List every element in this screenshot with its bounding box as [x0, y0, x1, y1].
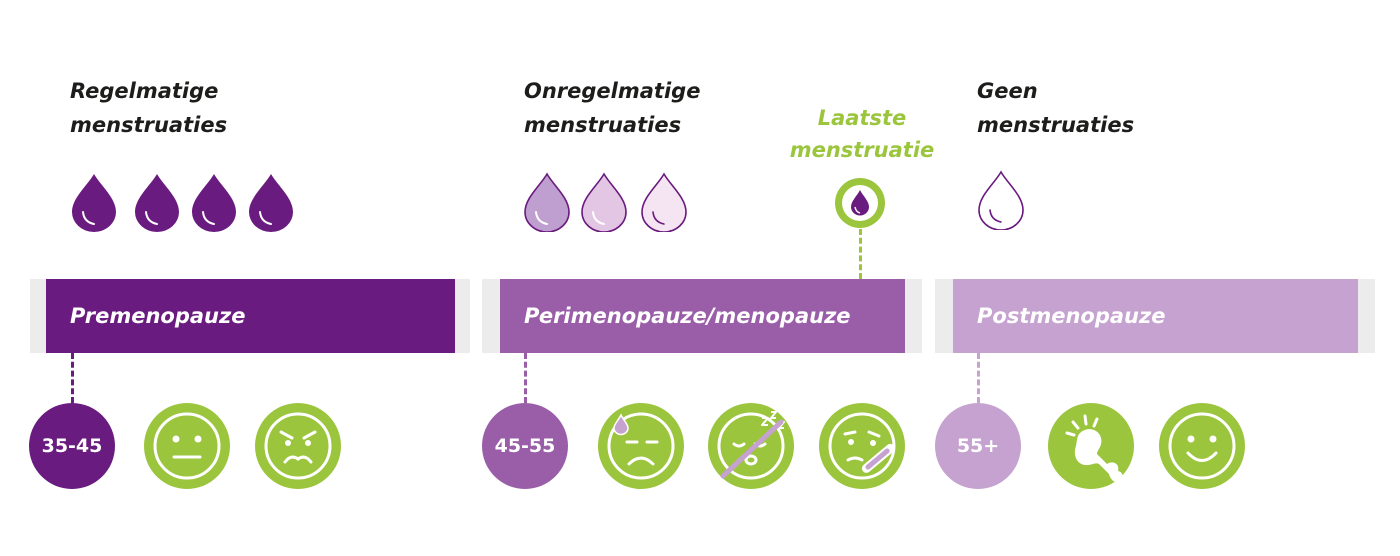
heading-none: Geen menstruaties: [977, 79, 1135, 137]
angry-face-icon: [255, 403, 341, 489]
phase-label: Postmenopauze: [977, 304, 1166, 328]
filled-drop-icon: [135, 174, 179, 232]
filled-drop-icon: [72, 174, 116, 232]
phase-label: Premenopauze: [70, 304, 246, 328]
sweating-face-icon: [598, 403, 684, 489]
phase-band-perimenopauze: Perimenopauze/menopauze: [500, 279, 905, 353]
lightest-drop-icon: [641, 172, 687, 232]
phase-band-postmenopauze: Postmenopauze: [953, 279, 1358, 353]
heading-last-period: Laatste menstruatie: [789, 106, 935, 162]
age-connector: [71, 353, 74, 403]
empty-drop-icon: [978, 170, 1024, 230]
filled-drop-icon: [249, 174, 293, 232]
age-badge-premenopauze: 35-45: [29, 403, 115, 489]
phase-band-premenopauze: Premenopauze: [46, 279, 455, 353]
age-label: 55+: [956, 435, 1000, 457]
smiling-face-icon: [1159, 403, 1245, 489]
no-sleep-face-icon: [708, 403, 794, 489]
age-connector: [524, 353, 527, 403]
lighter-drop-icon: [581, 172, 627, 232]
bone-pain-icon: [1048, 403, 1134, 489]
neutral-face-icon: [144, 403, 230, 489]
age-label: 35-45: [41, 435, 103, 457]
phase-label: Perimenopauze/menopauze: [524, 304, 851, 328]
age-badge-perimenopauze: 45-55: [482, 403, 568, 489]
age-badge-postmenopauze: 55+: [935, 403, 1021, 489]
filled-drop-icon: [192, 174, 236, 232]
age-label: 45-55: [494, 435, 556, 457]
light-drop-icon: [524, 172, 570, 232]
heading-regular: Regelmatige menstruaties: [70, 79, 228, 137]
heading-irregular: Onregelmatige menstruaties: [524, 79, 701, 137]
last-drop-icon: [835, 178, 885, 228]
sick-face-icon: [819, 403, 905, 489]
last-period-connector: [859, 229, 862, 279]
age-connector: [977, 353, 980, 403]
